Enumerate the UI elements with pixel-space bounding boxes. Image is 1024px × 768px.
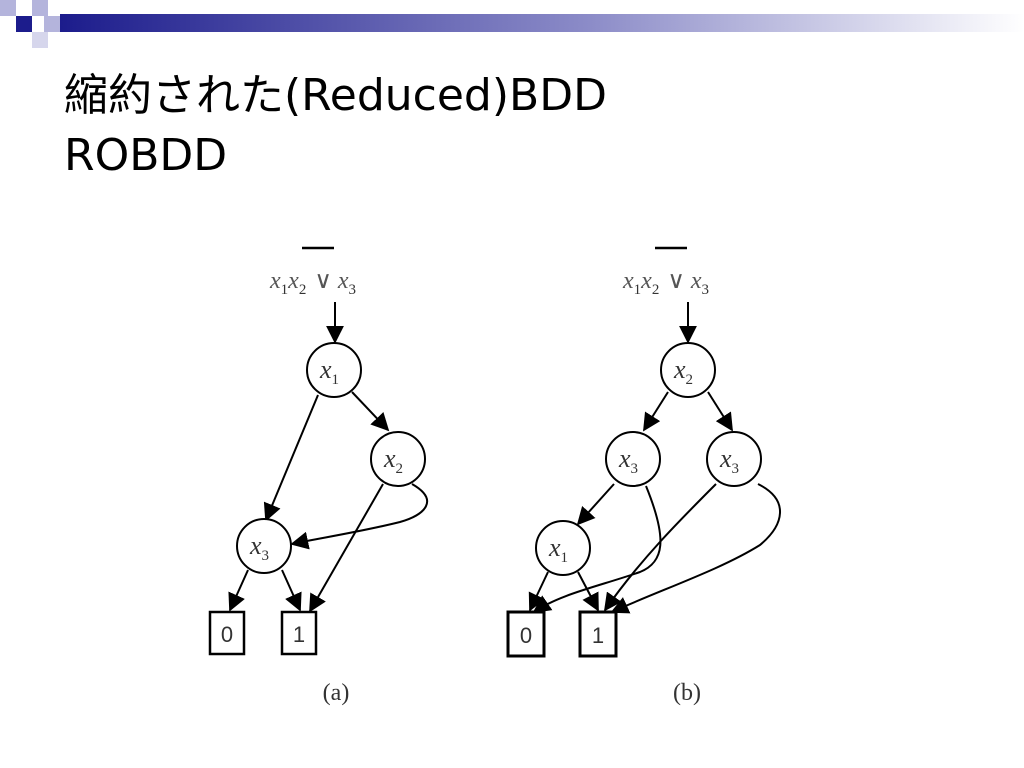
terminal-zero: 0 xyxy=(208,610,246,656)
edge-x1-one xyxy=(577,571,599,612)
title-line-1: 縮約された(Reduced)BDD xyxy=(64,70,607,121)
edge-x3-one xyxy=(281,569,302,612)
title-line-2: ROBDD xyxy=(64,130,228,181)
svg-text:0: 0 xyxy=(221,622,233,647)
edge-x3r-one-loop xyxy=(610,483,781,614)
deco-square xyxy=(32,0,48,16)
node-x1: x1 xyxy=(535,520,591,576)
terminal-zero: 0 xyxy=(506,610,546,658)
svg-text:1: 1 xyxy=(592,623,604,648)
node-x3-left: x3 xyxy=(605,431,661,487)
slide-title: 縮約された(Reduced)BDD ROBDD xyxy=(64,66,964,186)
svg-text:x1: x1 xyxy=(548,533,568,566)
edge-x3l-x1 xyxy=(576,483,615,526)
svg-text:x3: x3 xyxy=(719,444,739,477)
deco-square xyxy=(32,32,48,48)
header-decoration xyxy=(0,0,1024,48)
svg-text:x2: x2 xyxy=(673,355,693,388)
edge-x2-x3-left xyxy=(643,391,669,432)
diagram-a-formula: x1x2∨x3 xyxy=(269,246,356,298)
formula-text: x1x2∨x3 xyxy=(622,268,709,298)
diagram-a: x1x2∨x3 x1 x2 x3 0 1 ( xyxy=(208,246,428,706)
edge-x2-x3 xyxy=(290,483,428,550)
edge-x3-zero xyxy=(228,569,249,612)
edge-x1-zero xyxy=(528,571,549,612)
svg-text:x3: x3 xyxy=(249,531,269,564)
edge-x1-x2 xyxy=(351,391,390,432)
svg-text:1: 1 xyxy=(293,622,305,647)
terminal-one: 1 xyxy=(578,610,618,658)
svg-text:0: 0 xyxy=(520,623,532,648)
node-x3-right: x3 xyxy=(706,431,762,487)
deco-square xyxy=(16,16,32,32)
edge-x3r-one xyxy=(603,483,717,612)
svg-text:x3: x3 xyxy=(618,444,638,477)
deco-square xyxy=(44,16,60,32)
node-x1: x1 xyxy=(306,342,362,398)
formula-text: x1x2∨x3 xyxy=(269,268,356,298)
deco-square xyxy=(0,0,16,16)
header-bar xyxy=(60,14,1024,32)
edge-x2-x3-right xyxy=(707,391,733,432)
svg-text:x2: x2 xyxy=(383,444,403,477)
caption-a: (a) xyxy=(323,680,350,706)
caption-b: (b) xyxy=(673,680,701,706)
edge-x3l-zero xyxy=(532,485,662,614)
svg-text:x1: x1 xyxy=(319,355,339,388)
node-x2: x2 xyxy=(660,342,716,398)
diagram-b-formula: x1x2∨x3 xyxy=(622,246,709,298)
edge-x2-one xyxy=(309,483,384,613)
edge-x1-x3 xyxy=(263,394,319,522)
node-x2: x2 xyxy=(370,431,426,487)
terminal-one: 1 xyxy=(280,610,318,656)
node-x3: x3 xyxy=(236,518,292,574)
diagram-b: x1x2∨x3 x2 x3 x3 x1 0 xyxy=(506,246,781,706)
